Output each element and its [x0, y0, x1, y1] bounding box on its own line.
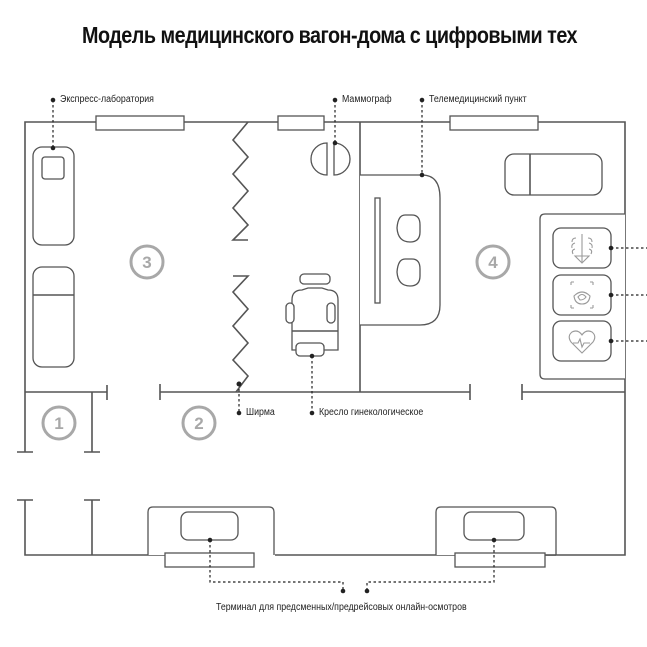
- svg-text:3: 3: [142, 253, 151, 272]
- couch: [504, 153, 603, 196]
- vestibule: [17, 385, 108, 555]
- spine-xray-icon: [571, 234, 593, 264]
- zone-number-4: 4: [475, 244, 511, 280]
- zone-number-2: 2: [181, 405, 217, 441]
- leader-lines: [50, 97, 647, 594]
- express-lab-equipment: [32, 146, 75, 368]
- window: [277, 115, 325, 131]
- device-panel: [552, 320, 612, 362]
- bottom-wall: [24, 500, 455, 556]
- right-wall: [545, 392, 626, 556]
- svg-text:2: 2: [194, 414, 203, 433]
- top-wall: [24, 121, 626, 392]
- label-mammograph: Маммограф: [342, 94, 392, 105]
- terminal-left: [147, 506, 275, 568]
- gyn-chair-icon: [285, 273, 339, 357]
- label-screen: Ширма: [246, 407, 275, 418]
- zone-number-1: 1: [41, 405, 77, 441]
- diagram-title: Модель медицинского вагон-дома с цифровы…: [82, 22, 578, 48]
- telemedicine-desk: [360, 174, 441, 326]
- svg-text:4: 4: [488, 253, 498, 272]
- label-gyn-chair: Кресло гинекологическое: [319, 407, 424, 418]
- mammograph-icon: [310, 142, 351, 176]
- outer-walls: [24, 115, 626, 556]
- svg-text:1: 1: [54, 414, 63, 433]
- screen-partition: [231, 121, 250, 393]
- label-terminal: Терминал для предсменных/предрейсовых он…: [216, 602, 467, 613]
- ultrasound-icon: [570, 281, 594, 309]
- label-express-lab: Экспресс-лаборатория: [60, 94, 154, 105]
- window: [449, 115, 539, 131]
- terminal-right: [435, 506, 557, 568]
- zone-number-3: 3: [129, 244, 165, 280]
- heart-ecg-icon: [568, 330, 596, 354]
- label-telemedicine: Телемедицинский пункт: [429, 94, 527, 105]
- window: [95, 115, 185, 131]
